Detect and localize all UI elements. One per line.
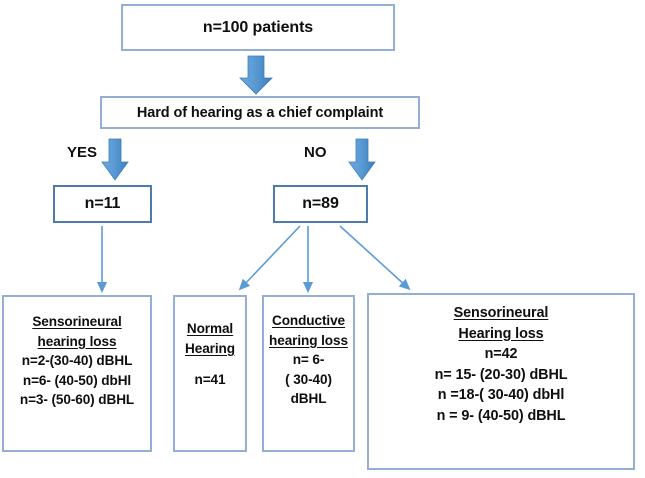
thin-arrow-no-to-snhl [339, 225, 411, 291]
node-total-label: n=100 patients [202, 18, 314, 36]
node-snhl-yes-heading-line1: Sensorineural [32, 314, 122, 329]
node-chl-heading-line1: Conductive [271, 313, 346, 328]
node-snhl-no-row-1: n =18-( 30-40) dbHl [437, 387, 565, 403]
node-no-count-label: n=89 [302, 195, 339, 212]
node-no-count: n=89 [273, 185, 368, 223]
node-snhl-no-heading-line1: Sensorineural [453, 305, 549, 321]
node-snhl-no-total: n=42 [484, 346, 518, 362]
node-snhl-yes-row-2: n=3- (50-60) dBHL [19, 392, 135, 407]
node-normal-hearing: Normal Hearing n=41 [173, 295, 247, 452]
node-chl-row-0: n= 6- [292, 352, 325, 367]
node-conductive-hearing-loss: Conductive hearing loss n= 6- ( 30-40) d… [262, 295, 355, 452]
node-normal-heading-line1: Normal [186, 321, 234, 336]
node-snhl-no-row-2: n = 9- (40-50) dBHL [436, 407, 566, 424]
node-snhl-yes-row-0: n=2-(30-40) dBHL [21, 353, 133, 368]
node-yes-count-label: n=11 [84, 195, 121, 212]
node-chief-complaint-label: Hard of hearing as a chief complaint [136, 104, 384, 121]
node-chl-row-1: ( 30-40) [285, 371, 332, 387]
node-normal-heading-line2: Hearing [185, 340, 235, 356]
node-chl-row-2: dBHL [290, 391, 327, 406]
branch-label-yes: YES [67, 144, 98, 161]
node-snhl-no-row-0: n= 15- (20-30) dBHL [434, 366, 568, 383]
node-snhl-yes-row-1: n=6- (40-50) dbHl [22, 372, 132, 388]
block-arrow-total-to-chief [239, 55, 273, 95]
node-snhl-yes-heading-line2: hearing loss [37, 333, 117, 349]
node-sensorineural-hearing-loss-no: Sensorineural Hearing loss n=42 n= 15- (… [367, 293, 635, 470]
block-arrow-chief-to-yes [101, 138, 129, 181]
node-total-patients: n=100 patients [121, 4, 395, 51]
branch-label-no: NO [304, 144, 327, 161]
node-normal-row-0: n=41 [194, 372, 226, 387]
node-chief-complaint: Hard of hearing as a chief complaint [100, 96, 420, 129]
thin-arrow-no-to-normal [238, 225, 301, 291]
block-arrow-chief-to-no [348, 138, 376, 181]
node-chl-heading-line2: hearing loss [269, 332, 348, 348]
node-yes-count: n=11 [53, 185, 152, 223]
node-snhl-no-heading-line2: Hearing loss [458, 325, 544, 342]
node-sensorineural-hearing-loss-yes: Sensorineural hearing loss n=2-(30-40) d… [2, 295, 152, 452]
